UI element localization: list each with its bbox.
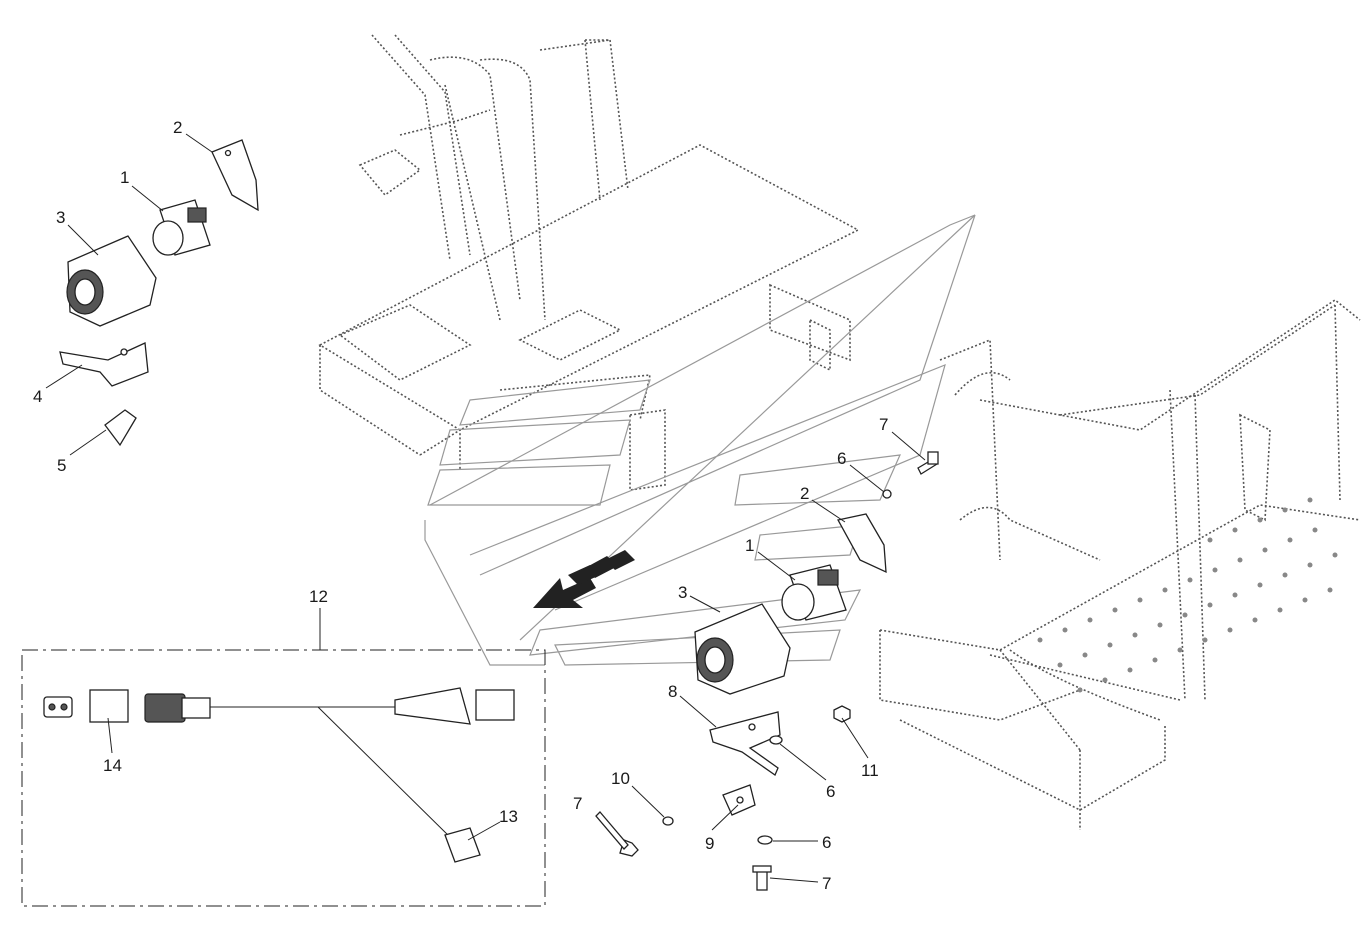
callout-7-lower-left: 7	[573, 794, 582, 813]
callout-3-lower: 3	[678, 583, 687, 602]
callout-11: 11	[861, 761, 879, 780]
callout-13: 13	[499, 807, 518, 826]
callout-12: 12	[309, 587, 328, 606]
work-lamp-lower	[595, 451, 939, 891]
callout-8: 8	[668, 682, 677, 701]
callout-3-upper: 3	[56, 208, 65, 227]
callout-4: 4	[33, 387, 42, 406]
callout-2-lower: 2	[800, 484, 809, 503]
callout-6-top: 6	[837, 449, 846, 468]
leader-lines	[45, 133, 926, 883]
callout-6-lower: 6	[822, 833, 831, 852]
callout-7-top: 7	[879, 415, 888, 434]
callout-7-bottom: 7	[822, 874, 831, 893]
work-lamp-upper	[59, 139, 259, 447]
direction-arrow-icon	[533, 550, 635, 608]
callout-9: 9	[705, 834, 714, 853]
wire-harness-assembly	[21, 649, 546, 907]
callout-2-upper: 2	[173, 118, 182, 137]
callout-10: 10	[611, 769, 630, 788]
callout-labels: 1 2 3 4 5 7 6 2 1 3 12 8 11 6 10 7 13 9 …	[33, 118, 888, 893]
callout-1-upper: 1	[120, 168, 129, 187]
body-panel	[424, 214, 976, 666]
callout-6-middle: 6	[826, 782, 835, 801]
callout-5: 5	[57, 456, 66, 475]
callout-14: 14	[103, 756, 122, 775]
callout-1-lower: 1	[745, 536, 754, 555]
perforated-deck	[1037, 497, 1338, 693]
